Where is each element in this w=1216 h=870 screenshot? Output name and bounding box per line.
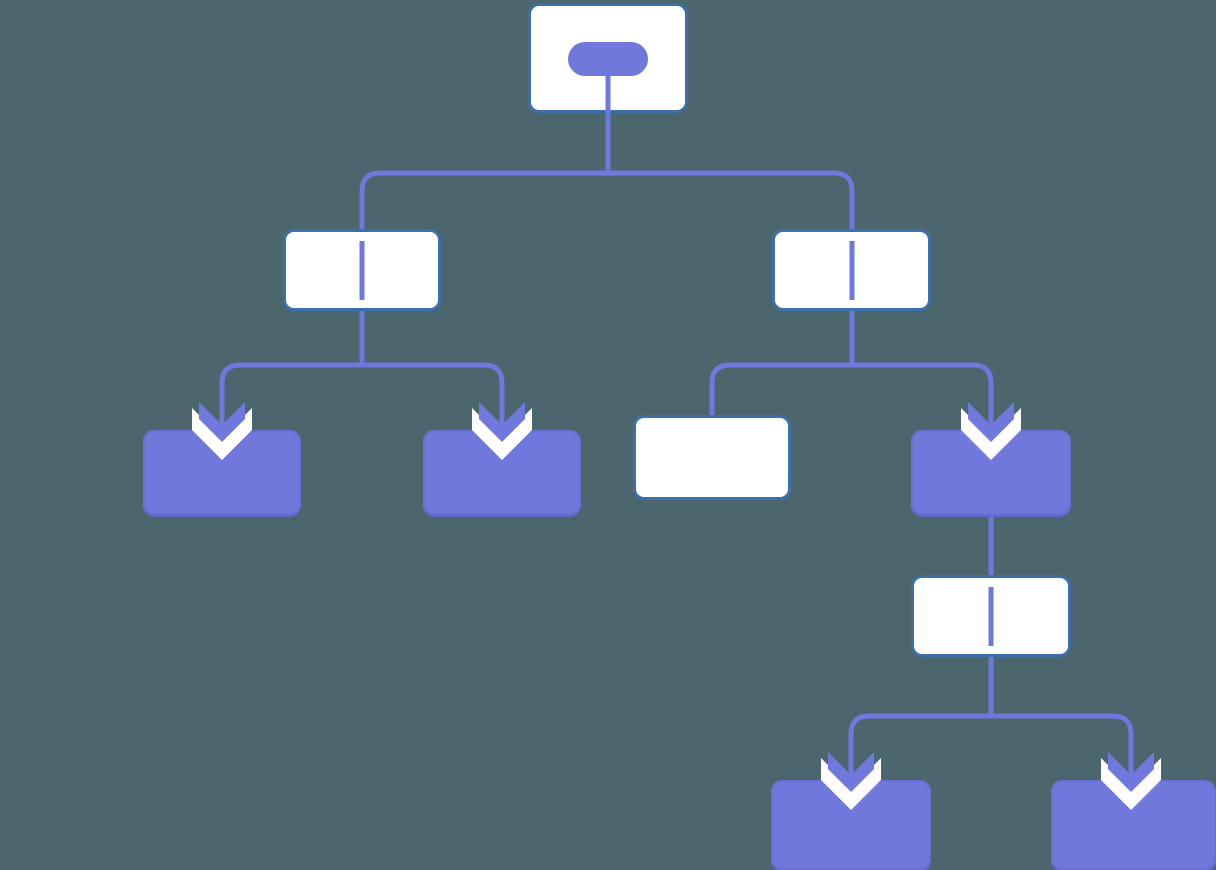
- arrowhead-node-5b: [1101, 752, 1161, 810]
- edge-node-4a-to-node-5a: [848, 713, 991, 786]
- root-node-pill-shape: [568, 42, 648, 76]
- edge-node-2b-to-node-3c: [709, 362, 852, 417]
- arrowhead-node-3d: [961, 402, 1021, 460]
- edge-root-to-node-2b: [608, 170, 855, 231]
- diagram-node-3c[interactable]: [633, 415, 791, 500]
- edge-node-2b-to-node-3d: [852, 362, 994, 436]
- arrowhead-node-3a: [192, 402, 252, 460]
- edge-node-2a-to-node-3b: [362, 362, 505, 436]
- arrowhead-node-5a: [821, 752, 881, 810]
- edge-root-to-node-2a: [359, 170, 608, 231]
- edge-node-2a-to-node-3a: [219, 362, 362, 436]
- edge-node-4a-to-node-5b: [991, 713, 1134, 786]
- arrowhead-node-3b: [472, 402, 532, 460]
